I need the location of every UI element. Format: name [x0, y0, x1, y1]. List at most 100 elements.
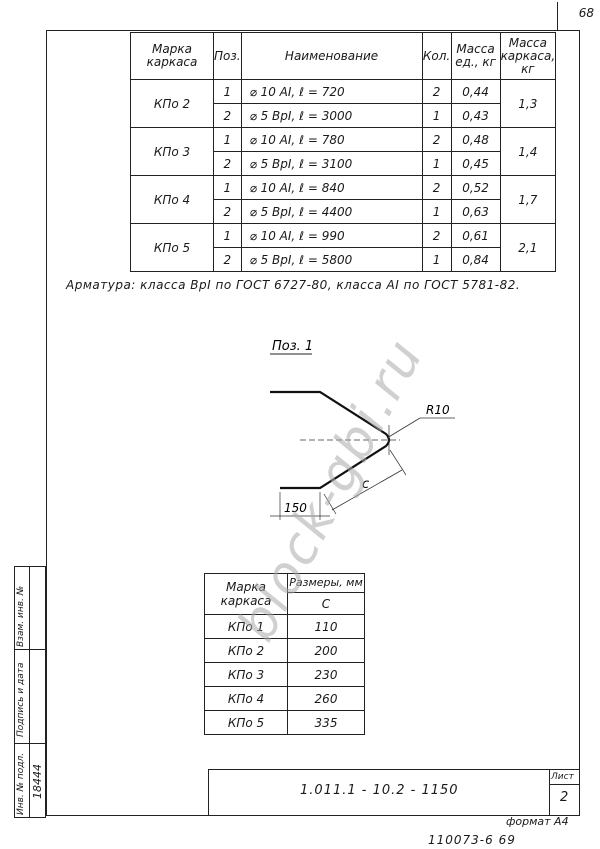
quantity: 1: [421, 199, 452, 224]
c-dimension-line: [331, 469, 403, 511]
unit-mass: 0,84: [450, 247, 501, 272]
replace-inv-label: Взам. инв. №: [16, 585, 26, 647]
frame-mark: КПо 5: [130, 223, 214, 272]
c-ext-line-2: [389, 449, 407, 476]
quantity: 2: [421, 127, 452, 152]
position-number: 2: [213, 151, 242, 176]
quantity: 1: [421, 247, 452, 272]
inv-no-label: Инв. № подл.: [16, 752, 26, 815]
item-name: ⌀ 10 AI, ℓ = 720: [240, 79, 423, 104]
frame-mark: КПо 3: [130, 127, 214, 176]
item-name: ⌀ 5 BpI, ℓ = 5800: [240, 247, 423, 272]
unit-mass: 0,43: [450, 103, 501, 128]
header-qty: Кол.: [421, 32, 452, 80]
sign-date-label: Подпись и дата: [16, 662, 26, 737]
sheet-cell-divider: [549, 784, 580, 785]
sizes-c-value: 110: [287, 614, 365, 639]
sizes-mark: КПо 4: [204, 686, 288, 711]
unit-mass: 0,52: [450, 175, 501, 200]
title-block: [208, 769, 580, 816]
radius-leader: [386, 417, 421, 439]
sheet-label: Лист: [551, 772, 574, 782]
unit-mass: 0,61: [450, 223, 501, 248]
sizes-c-value: 200: [287, 638, 365, 663]
drawing-title: Поз. 1: [272, 339, 313, 354]
sizes-header-sizes: Размеры, мм: [287, 572, 365, 594]
c-dimension-label: c: [362, 477, 369, 492]
header-mark: Марка каркаса: [130, 32, 214, 80]
position-number: 2: [213, 247, 242, 272]
header-mass-unit: Масса ед., кг: [450, 32, 501, 80]
inv-no-value: 18444: [31, 764, 44, 799]
header-pos: Поз.: [213, 32, 242, 80]
page-number: 68: [578, 6, 594, 20]
page-number-divider: [557, 2, 558, 30]
paper-format: формат А4: [506, 815, 569, 828]
c-ext-line-1: [323, 493, 337, 515]
frame-mass: 1,4: [499, 127, 557, 176]
position-number: 1: [213, 223, 242, 248]
quantity: 2: [421, 79, 452, 104]
specification-table: Марка каркаса Поз. Наименование Кол. Мас…: [130, 32, 557, 272]
sizes-mark: КПо 5: [204, 710, 288, 735]
header-name: Наименование: [240, 32, 423, 80]
frame-mass: 1,3: [499, 79, 557, 128]
side-stamp: Взам. инв. № Подпись и дата Инв. № подл.…: [14, 566, 46, 818]
frame-mark: КПо 2: [130, 79, 214, 128]
sheet-cell: [549, 769, 581, 816]
sizes-header-mark: Марка каркаса: [204, 573, 288, 615]
side-stamp-row-line-2: [15, 743, 45, 744]
item-name: ⌀ 5 BpI, ℓ = 3000: [240, 103, 423, 128]
frame-mass: 1,7: [499, 175, 557, 224]
150-dimension-label: 150: [284, 501, 307, 515]
item-name: ⌀ 5 BpI, ℓ = 3100: [240, 151, 423, 176]
position-number: 2: [213, 103, 242, 128]
side-stamp-row-line-1: [15, 649, 45, 650]
item-name: ⌀ 10 AI, ℓ = 780: [240, 127, 423, 152]
position-number: 2: [213, 199, 242, 224]
position-number: 1: [213, 175, 242, 200]
quantity: 1: [421, 103, 452, 128]
document-code: 1.011.1 - 10.2 - 1150: [300, 783, 459, 798]
sizes-mark: КПо 3: [204, 662, 288, 687]
side-stamp-divider: [29, 567, 30, 817]
radius-label: R10: [426, 403, 450, 417]
position-number: 1: [213, 127, 242, 152]
footer-code: 110073-6 69: [428, 833, 516, 847]
bar-bend-drawing: Поз. 1 R10 c 150: [270, 339, 455, 520]
frame-top-line: [46, 30, 580, 31]
item-name: ⌀ 10 AI, ℓ = 990: [240, 223, 423, 248]
unit-mass: 0,44: [450, 79, 501, 104]
quantity: 2: [421, 175, 452, 200]
sizes-c-value: 230: [287, 662, 365, 687]
position-number: 1: [213, 79, 242, 104]
quantity: 2: [421, 223, 452, 248]
drawing-frame: [46, 30, 580, 816]
item-name: ⌀ 10 AI, ℓ = 840: [240, 175, 423, 200]
unit-mass: 0,48: [450, 127, 501, 152]
sizes-c-value: 335: [287, 710, 365, 735]
item-name: ⌀ 5 BpI, ℓ = 4400: [240, 199, 423, 224]
reinforcement-note: Арматура: класса BpI по ГОСТ 6727-80, кл…: [66, 278, 521, 292]
sheet-number: 2: [560, 790, 569, 805]
frame-mass: 2,1: [499, 223, 557, 272]
sizes-c-value: 260: [287, 686, 365, 711]
unit-mass: 0,45: [450, 151, 501, 176]
unit-mass: 0,63: [450, 199, 501, 224]
quantity: 1: [421, 151, 452, 176]
